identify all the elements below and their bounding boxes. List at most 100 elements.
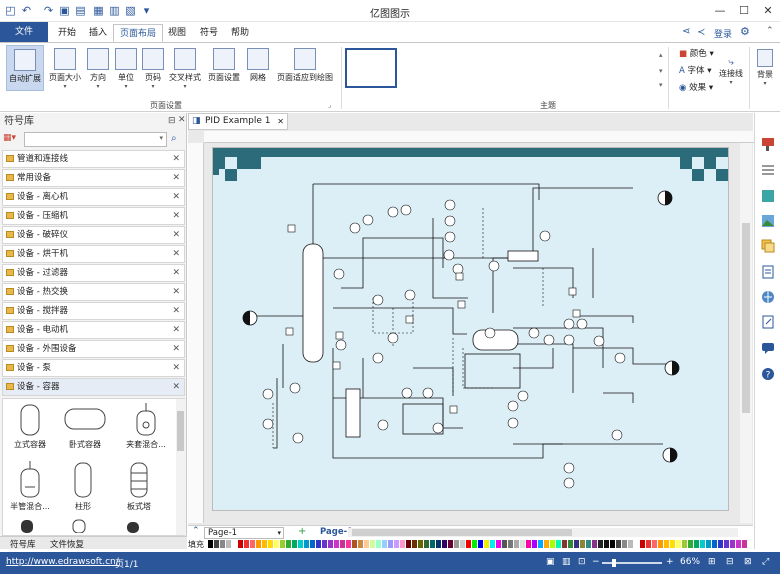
color-swatch[interactable] [316,540,321,548]
color-swatch[interactable] [460,540,465,548]
theme-scroll-up-icon[interactable]: ▴ [659,51,663,59]
color-swatch[interactable] [256,540,261,548]
color-swatch[interactable] [472,540,477,548]
color-swatch[interactable] [520,540,525,548]
color-swatch[interactable] [430,540,435,548]
color-swatch[interactable] [466,540,471,548]
website-link[interactable]: http://www.edrawsoft.cn/ [6,557,119,567]
export-icon[interactable]: ▧ [125,4,136,17]
color-swatch[interactable] [388,540,393,548]
library-category[interactable]: 设备 - 过滤器✕ [2,264,185,282]
library-category[interactable]: 常用设备✕ [2,169,185,187]
color-swatch[interactable] [724,540,729,548]
color-swatch[interactable] [442,540,447,548]
fit-to-drawing-button[interactable]: 页面适应到绘图 [274,45,336,83]
shape-half-pipe-mixer[interactable]: 半管混合... [5,461,55,512]
color-swatch[interactable] [664,540,669,548]
color-option[interactable]: ■ 颜色 ▾ [679,49,714,59]
color-swatch[interactable] [580,540,585,548]
color-swatch[interactable] [682,540,687,548]
document-tab[interactable]: ◨ PID Example 1 ✕ [188,113,288,130]
color-swatch[interactable] [418,540,423,548]
vertical-scrollbar[interactable] [740,143,752,523]
color-swatch[interactable] [604,540,609,548]
maximize-icon[interactable]: ☐ [739,4,749,17]
color-swatch[interactable] [532,540,537,548]
page-setup-launcher-icon[interactable]: ⌟ [328,101,332,109]
color-swatch[interactable] [268,540,273,548]
color-swatch[interactable] [712,540,717,548]
tab-symbols[interactable]: 符号 [200,28,219,38]
library-search-input[interactable]: ▾ [24,132,167,147]
orientation-button[interactable]: 方向▾ [86,45,110,90]
color-swatch[interactable] [412,540,417,548]
page-selector[interactable]: Page-1▾ [204,527,284,539]
pin-icon[interactable]: ⊟ [168,116,176,126]
theme-more-icon[interactable]: ▾ [659,81,663,89]
color-swatch[interactable] [652,540,657,548]
minimize-icon[interactable]: — [714,4,726,17]
library-category[interactable]: 设备 - 电动机✕ [2,321,185,339]
color-swatch[interactable] [538,540,543,548]
note-icon[interactable] [761,315,775,329]
color-swatch[interactable] [448,540,453,548]
color-swatch[interactable] [400,540,405,548]
search-dropdown-icon[interactable]: ▾ [159,134,163,142]
color-swatch[interactable] [634,540,639,548]
close-category-icon[interactable]: ✕ [172,192,180,202]
library-category-active[interactable]: 设备 - 容器✕ [2,378,185,396]
color-swatch[interactable] [262,540,267,548]
layers-icon[interactable] [761,239,775,253]
customize-icon[interactable]: ▾ [143,4,150,17]
close-category-icon[interactable]: ✕ [172,154,180,164]
effect-option[interactable]: ◉ 效果 ▾ [679,83,714,93]
color-swatch[interactable] [358,540,363,548]
presentation-icon[interactable]: ⊠ [744,557,752,567]
close-category-icon[interactable]: ✕ [172,306,180,316]
page-number-button[interactable]: 页码▾ [141,45,165,90]
print-icon[interactable]: ▥ [109,4,120,17]
page-size-button[interactable]: 页面大小▾ [47,45,83,90]
close-category-icon[interactable]: ✕ [172,230,180,240]
tab-page-layout[interactable]: 页面布局 [113,24,164,42]
color-swatch[interactable] [370,540,375,548]
fit-window-icon[interactable]: ⊟ [726,557,734,567]
settings-icon[interactable]: ⚙ [740,25,750,38]
color-swatch[interactable] [274,540,279,548]
library-category[interactable]: 设备 - 外围设备✕ [2,340,185,358]
color-swatch[interactable] [364,540,369,548]
close-category-icon[interactable]: ✕ [172,211,180,221]
theme-scroll-down-icon[interactable]: ▾ [659,67,663,75]
color-swatch[interactable] [616,540,621,548]
zoom-in-icon[interactable]: + [666,557,674,567]
shape-partial-vessel[interactable] [123,517,143,535]
jump-style-button[interactable]: 交叉样式▾ [166,45,204,90]
color-swatch[interactable] [346,540,351,548]
color-swatch[interactable] [550,540,555,548]
color-swatch[interactable] [514,540,519,548]
color-swatch[interactable] [298,540,303,548]
share-icon[interactable]: ⋖ [682,26,691,37]
close-category-icon[interactable]: ✕ [172,268,180,278]
shape-horizontal-vessel[interactable]: 卧式容器 [59,403,111,450]
close-category-icon[interactable]: ✕ [172,287,180,297]
color-swatch[interactable] [742,540,747,548]
color-swatch[interactable] [238,540,243,548]
open-icon[interactable]: ▤ [75,4,86,17]
color-swatch[interactable] [454,540,459,548]
color-swatch[interactable] [622,540,627,548]
tab-home[interactable]: 开始 [58,28,77,38]
color-swatch[interactable] [304,540,309,548]
add-page-icon[interactable]: + [298,526,307,537]
color-swatch[interactable] [718,540,723,548]
background-button[interactable]: 背景▾ [752,45,778,87]
full-screen-icon[interactable]: ⊡ [578,557,586,567]
redo-icon[interactable]: ↷ [43,4,54,17]
close-category-icon[interactable]: ✕ [172,173,180,183]
library-menu-icon[interactable]: ▦▾ [3,133,17,143]
shape-partial-vessel[interactable] [69,517,89,535]
color-swatch[interactable] [562,540,567,548]
shape-vertical-vessel[interactable]: 立式容器 [9,403,51,450]
color-swatch[interactable] [688,540,693,548]
color-swatch[interactable] [568,540,573,548]
